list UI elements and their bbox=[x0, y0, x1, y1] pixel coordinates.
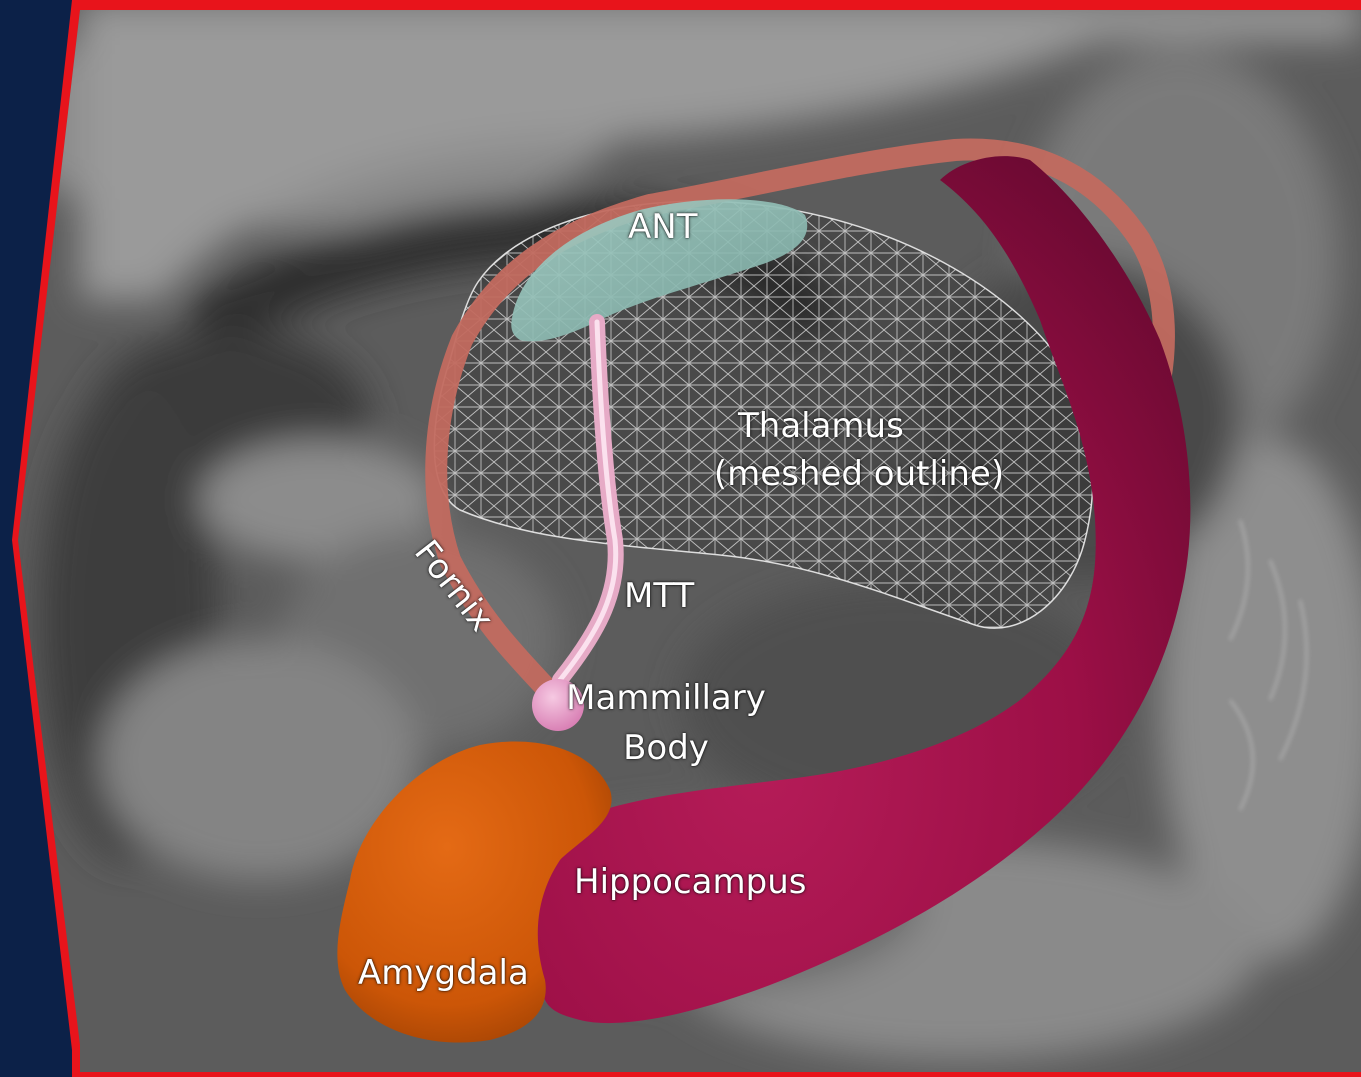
label-mammillary-body: Mammillary Body bbox=[556, 678, 776, 768]
label-amygdala: Amygdala bbox=[358, 953, 529, 993]
label-mtt: MTT bbox=[624, 576, 694, 616]
label-mammillary-line2: Body bbox=[556, 728, 776, 768]
label-thalamus-line2: (meshed outline) bbox=[700, 454, 1018, 494]
label-hippocampus: Hippocampus bbox=[574, 862, 806, 902]
label-ant: ANT bbox=[628, 207, 697, 247]
label-thalamus-line1: Thalamus bbox=[738, 406, 1018, 446]
label-thalamus: Thalamus (meshed outline) bbox=[700, 406, 1018, 494]
label-mammillary-line1: Mammillary bbox=[556, 678, 776, 718]
